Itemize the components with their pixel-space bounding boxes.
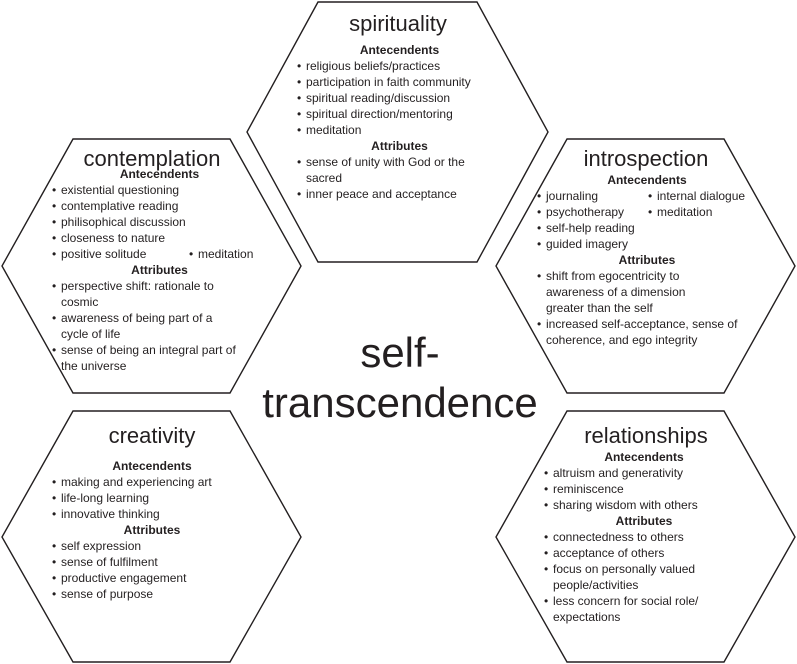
creativity-title: creativity — [108, 423, 196, 448]
list-item: spiritual direction/mentoring — [297, 106, 502, 122]
creativity-attributes-heading: Attributes — [123, 523, 181, 537]
relationships-title: relationships — [584, 423, 708, 448]
relationships-attributes-heading: Attributes — [615, 514, 673, 528]
relationships-antecedents-heading: Antecendents — [604, 450, 684, 464]
list-item: journaling — [537, 188, 648, 204]
list-item: sense of unity with God or the sacred — [297, 154, 486, 186]
list-item: meditation — [189, 246, 253, 262]
introspection-antecedents-row: psychotherapy meditation — [537, 204, 757, 220]
list-item: guided imagery — [537, 236, 757, 252]
list-item: meditation — [297, 122, 502, 138]
list-item: contemplative reading — [52, 198, 267, 214]
list-item: sense of being an integral part of the u… — [52, 342, 246, 374]
spirituality-attributes-heading: Attributes — [371, 139, 428, 153]
list-item: innovative thinking — [52, 506, 252, 522]
contemplation-content: Antecendents existential questioning con… — [52, 166, 267, 374]
introspection-content: Antecendents journaling internal dialogu… — [537, 172, 757, 348]
contemplation-attributes-heading: Attributes — [131, 263, 188, 277]
spirituality-antecedents-heading: Antecendents — [359, 43, 440, 57]
list-item: existential questioning — [52, 182, 267, 198]
introspection-antecedents-heading: Antecendents — [607, 173, 687, 187]
list-item: sense of purpose — [52, 586, 252, 602]
center-title-line-2: transcendence — [262, 379, 538, 426]
list-item: awareness of being part of a cycle of li… — [52, 310, 236, 342]
contemplation-title: contemplation — [83, 146, 221, 171]
spirituality-title: spirituality — [349, 11, 447, 36]
creativity-antecedents-heading: Antecendents — [112, 459, 192, 473]
list-item: spiritual reading/discussion — [297, 90, 502, 106]
list-item: inner peace and acceptance — [297, 186, 502, 202]
list-item: shift from egocentricity to awareness of… — [537, 268, 721, 316]
introspection-title: introspection — [583, 146, 709, 171]
list-item: internal dialogue — [648, 188, 745, 204]
list-item: focus on personally valued people/activi… — [544, 561, 723, 593]
contemplation-antecedents-row: positive solitude meditation — [52, 246, 267, 262]
introspection-attributes-heading: Attributes — [618, 253, 676, 267]
center-title: self- transcendence — [240, 328, 560, 428]
list-item: participation in faith community — [297, 74, 502, 90]
list-item: acceptance of others — [544, 545, 744, 561]
list-item: positive solitude — [52, 246, 189, 262]
list-item: closeness to nature — [52, 230, 267, 246]
list-item: perspective shift: rationale to cosmic — [52, 278, 241, 310]
list-item: increased self-acceptance, sense of cohe… — [537, 316, 751, 348]
contemplation-antecedents-heading: Antecendents — [119, 167, 200, 181]
list-item: altruism and generativity — [544, 465, 744, 481]
relationships-content: Antecendents altruism and generativity r… — [544, 449, 744, 625]
list-item: philisophical discussion — [52, 214, 267, 230]
list-item: meditation — [648, 204, 712, 220]
list-item: life-long learning — [52, 490, 252, 506]
list-item: productive engagement — [52, 570, 252, 586]
list-item: sharing wisdom with others — [544, 497, 744, 513]
list-item: self expression — [52, 538, 252, 554]
list-item: less concern for social role/ expectatio… — [544, 593, 713, 625]
list-item: psychotherapy — [537, 204, 648, 220]
list-item: sense of fulfilment — [52, 554, 252, 570]
list-item: religious beliefs/practices — [297, 58, 502, 74]
list-item: making and experiencing art — [52, 474, 252, 490]
creativity-content: Antecendents making and experiencing art… — [52, 458, 252, 602]
list-item: reminiscence — [544, 481, 744, 497]
list-item: connectedness to others — [544, 529, 744, 545]
list-item: self-help reading — [537, 220, 757, 236]
introspection-antecedents-row: journaling internal dialogue — [537, 188, 757, 204]
center-title-line-1: self- — [360, 329, 440, 376]
spirituality-content: Antecendents religious beliefs/practices… — [297, 42, 502, 202]
